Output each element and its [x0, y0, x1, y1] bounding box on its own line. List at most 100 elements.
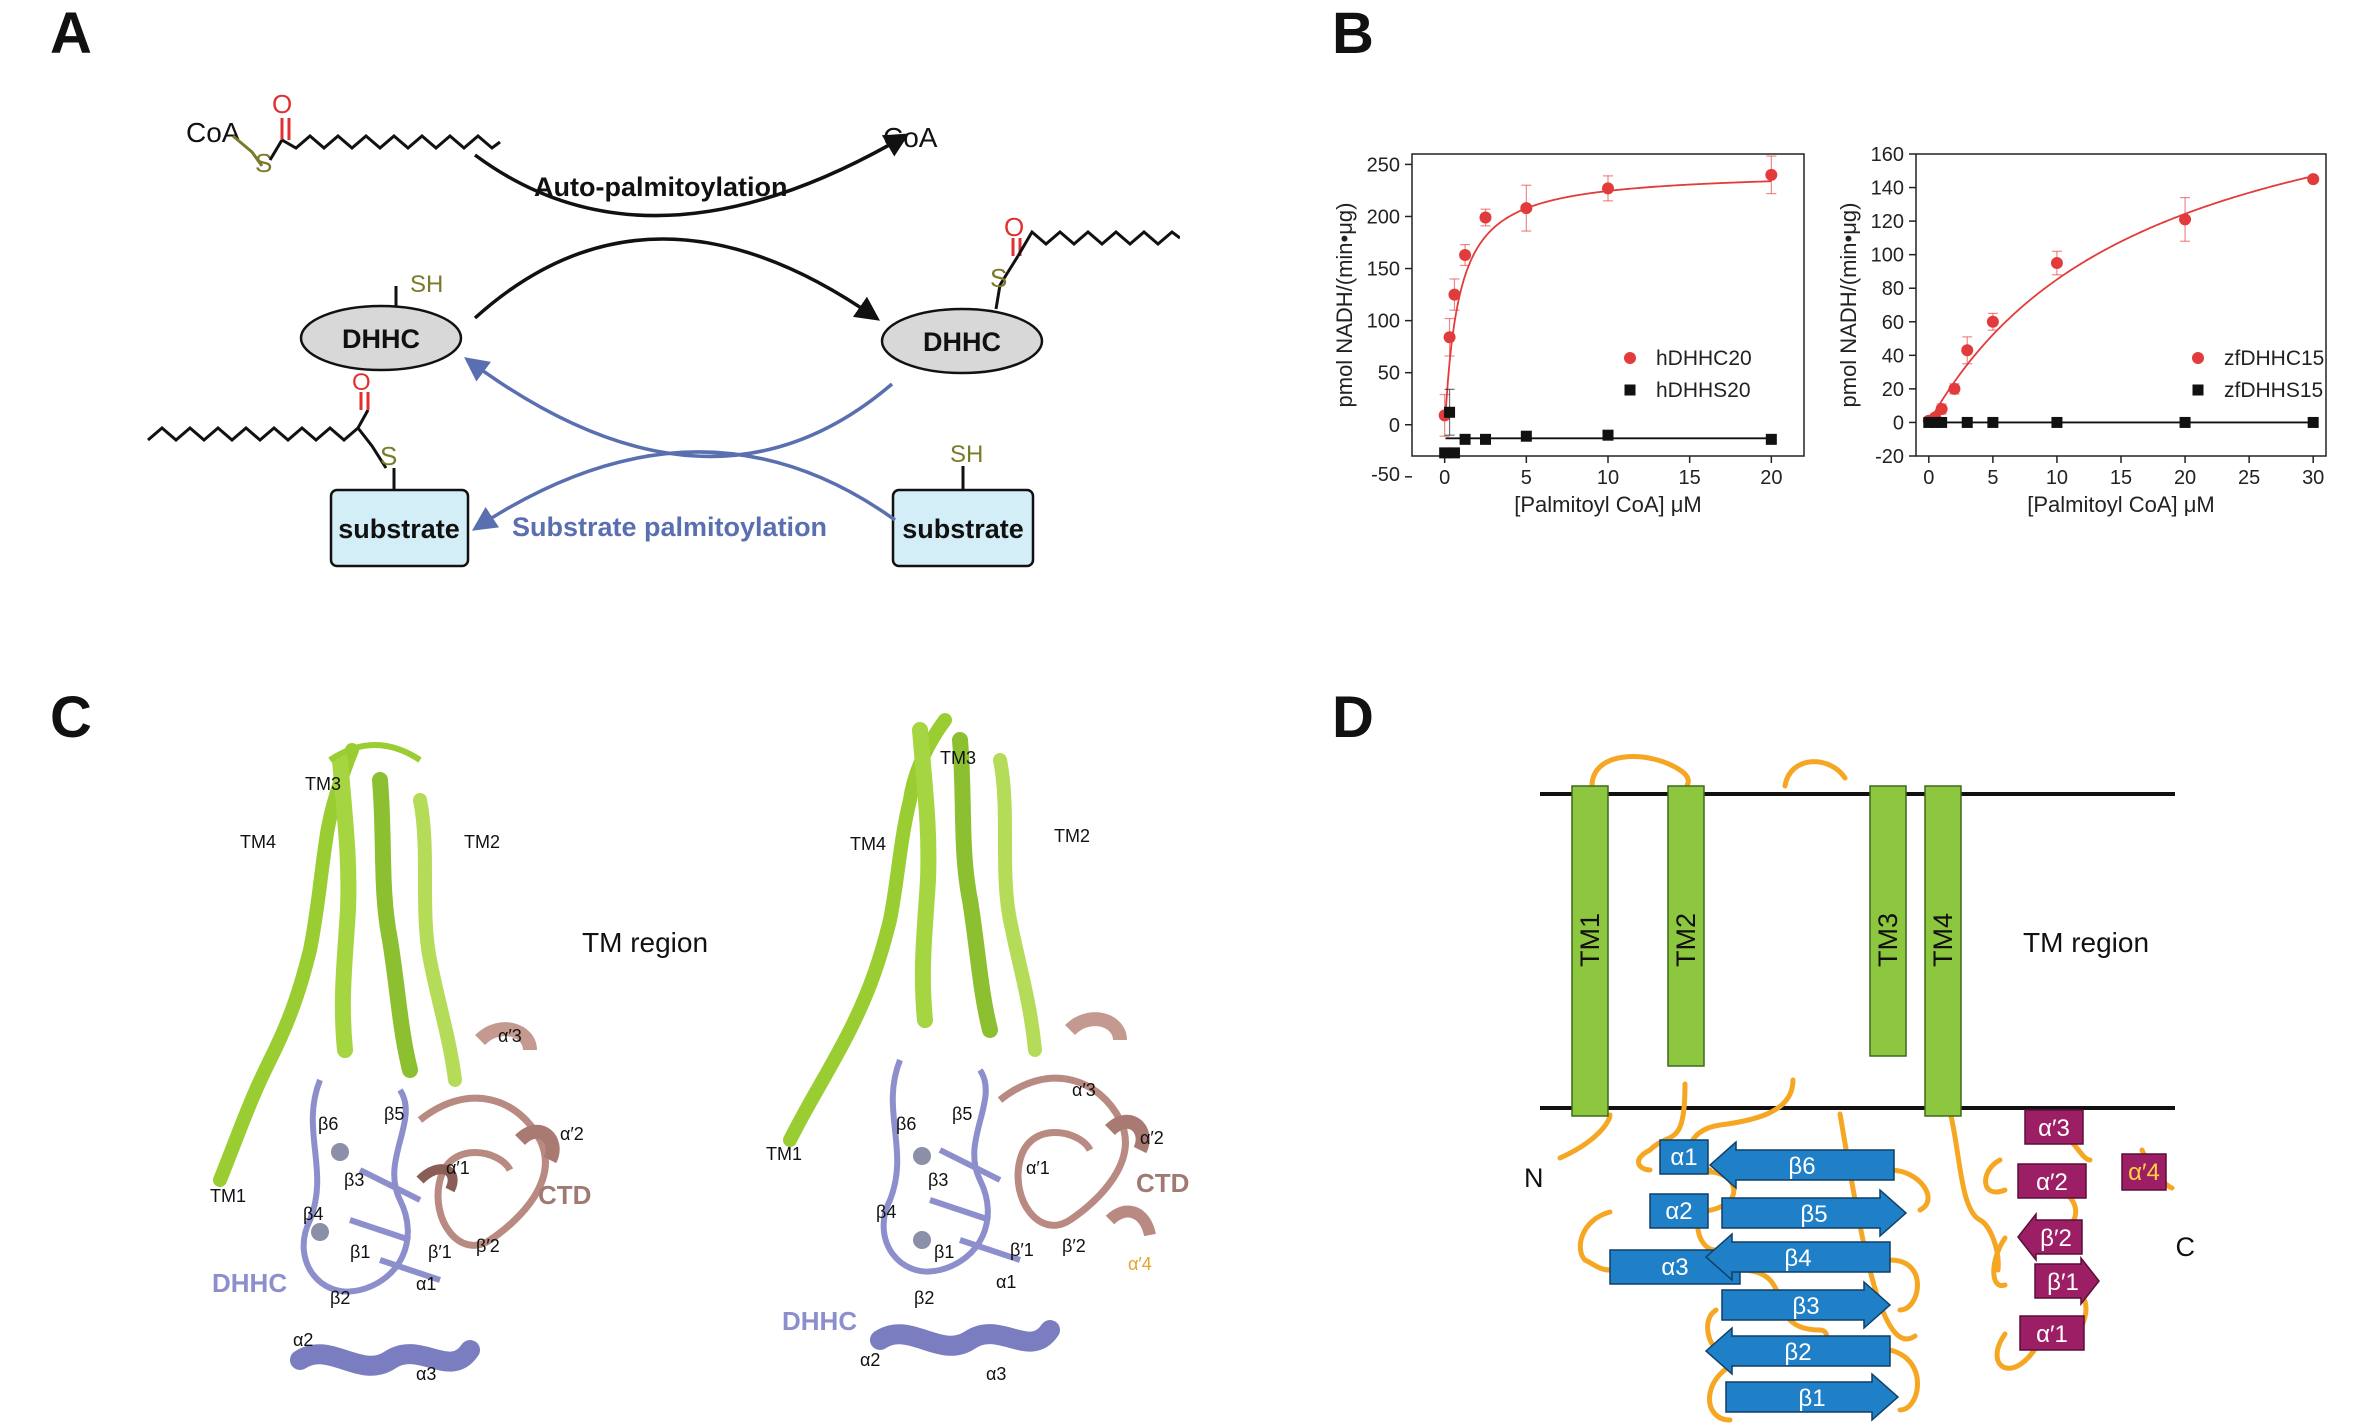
y-axis-label: pmol NADH/(min•μg) — [1836, 203, 1861, 408]
y-tick-label: 160 — [1871, 144, 1904, 166]
y-tick-label: 200 — [1367, 206, 1400, 228]
dhhc-alpha3-helix — [290, 1340, 480, 1376]
structure-right: TM3 TM4 TM2 TM1 α′3 α′2 α′1 CTD α′4 β6 β… — [766, 713, 1189, 1384]
x-tick-label: 10 — [2046, 467, 2068, 489]
alpha-prime-3-left: α′3 — [498, 1026, 522, 1046]
y-tick-label: 60 — [1882, 312, 1904, 334]
data-point — [1923, 416, 1935, 428]
tm3-label: TM3 — [1873, 913, 1903, 967]
x-axis-label: [Palmitoyl CoA] μM — [2027, 492, 2215, 517]
y-tick-label: 80 — [1882, 278, 1904, 300]
ctd-alpha3-helix — [475, 1022, 537, 1052]
tm4-label-right: TM4 — [850, 834, 886, 854]
oxygen-atom-bottom: O — [352, 369, 371, 396]
data-point — [1520, 430, 1532, 442]
data-point — [1948, 382, 1961, 395]
y-tick-label: 20 — [1882, 379, 1904, 401]
y-tick-label: 120 — [1871, 211, 1904, 233]
data-point — [1602, 182, 1614, 195]
fit-curve — [1928, 175, 2314, 422]
y-tick-label: -20 — [1875, 446, 1904, 468]
sh-left-label: SH — [410, 271, 443, 298]
data-point — [2179, 416, 2191, 428]
alpha-prime-3-right: α′3 — [1072, 1080, 1096, 1100]
beta-strand-arrow — [1708, 1140, 1895, 1190]
substrate-left-box — [329, 488, 470, 568]
data-point — [1520, 202, 1533, 215]
ctd-element-label: α′3 — [2038, 1115, 2070, 1142]
plot-frame — [1915, 153, 2327, 457]
beta6-label-left: β6 — [318, 1114, 338, 1134]
data-point — [2179, 213, 2192, 226]
x-tick-label: 0 — [1923, 467, 1934, 489]
tm2-bar — [1667, 785, 1705, 1067]
x-tick-label: 15 — [2110, 467, 2132, 489]
beta-strand-label: β2 — [1784, 1339, 1811, 1366]
data-point — [1936, 416, 1948, 428]
data-point — [1479, 211, 1492, 224]
tm4-helix — [332, 752, 357, 1058]
ctd-elements: α′3α′2β′2β′1α′1 — [2017, 1109, 2100, 1351]
alpha2-label-left: α2 — [293, 1330, 313, 1350]
y-tick-label: 40 — [1882, 345, 1904, 367]
acyl-chain-top — [281, 134, 501, 150]
alpha2-label-right: α2 — [860, 1350, 880, 1370]
beta-prime-2-right: β′2 — [1062, 1236, 1086, 1256]
ctd-helix-box — [2019, 1315, 2085, 1351]
alpha3-label-left: α3 — [416, 1364, 436, 1384]
data-point — [1459, 249, 1472, 262]
structure-left: TM3 TM4 TM2 TM1 α′3 α′2 α′1 CTD β6 β5 β3… — [210, 742, 591, 1384]
beta-strand-arrow — [1704, 1232, 1891, 1282]
alpha-prime-1-left: α′1 — [446, 1158, 470, 1178]
y-tick-label: 140 — [1871, 178, 1904, 200]
tm4-label-left: TM4 — [240, 832, 276, 852]
y-tick-label: 0 — [1893, 412, 1904, 434]
beta-prime-2-left: β′2 — [476, 1236, 500, 1256]
sh-right-label: SH — [950, 441, 983, 468]
data-point — [1987, 416, 1999, 428]
alpha-prime-1-right: α′1 — [1026, 1158, 1050, 1178]
x-tick-label: 20 — [2174, 467, 2196, 489]
y-tick-label: 0 — [1389, 415, 1400, 437]
sulfur-atom-top: S — [255, 148, 272, 178]
substrate-right-label: substrate — [902, 514, 1024, 544]
tm2-label-left: TM2 — [464, 832, 500, 852]
ctd-strand-arrow — [2034, 1255, 2100, 1307]
y-tick-label: 100 — [1871, 245, 1904, 267]
ctd-element-label: β′2 — [2040, 1225, 2072, 1252]
dhhc-right-ellipse — [880, 307, 1044, 375]
data-point — [1444, 406, 1456, 418]
data-point — [1961, 344, 1974, 357]
sulfur-atom-bottom: S — [380, 441, 397, 471]
alpha2-box — [1649, 1193, 1709, 1229]
ctd-element-label: α′2 — [2036, 1169, 2068, 1196]
data-point — [1448, 447, 1460, 459]
beta-strand-arrow — [1721, 1280, 1892, 1330]
n-terminus-label: N — [1524, 1163, 1544, 1193]
beta-strand-label: β3 — [1792, 1293, 1819, 1320]
dhhc-regen-arrow — [464, 357, 894, 459]
dhhc-left-label: DHHC — [342, 324, 420, 354]
tm3-label-right: TM3 — [940, 748, 976, 768]
coa-s-bond — [232, 134, 264, 167]
legend-label: zfDHHC15 — [2224, 347, 2324, 370]
x-tick-label: 5 — [1521, 467, 1532, 489]
tm1-helix — [213, 743, 359, 1187]
legend-marker — [2192, 384, 2204, 396]
panel-letter-c: C — [50, 685, 92, 750]
panel-letter-a: A — [50, 1, 92, 66]
panel-letter-b: B — [1332, 1, 1374, 66]
ctd-domain — [417, 1094, 549, 1249]
y-tick-label: 250 — [1367, 154, 1400, 176]
beta-prime-1-right: β′1 — [1010, 1240, 1034, 1260]
alpha2-label: α2 — [1665, 1198, 1692, 1225]
y-tick-label: 150 — [1367, 259, 1400, 281]
c-terminus-label: C — [2176, 1232, 2196, 1262]
legend-marker — [1624, 352, 1636, 364]
auto-palmitoylation-label: Auto-palmitoylation — [534, 172, 787, 202]
ctd-element-label: α′1 — [2036, 1321, 2068, 1348]
tm2-helix — [413, 793, 462, 1087]
coa-left-label: CoA — [186, 117, 241, 148]
